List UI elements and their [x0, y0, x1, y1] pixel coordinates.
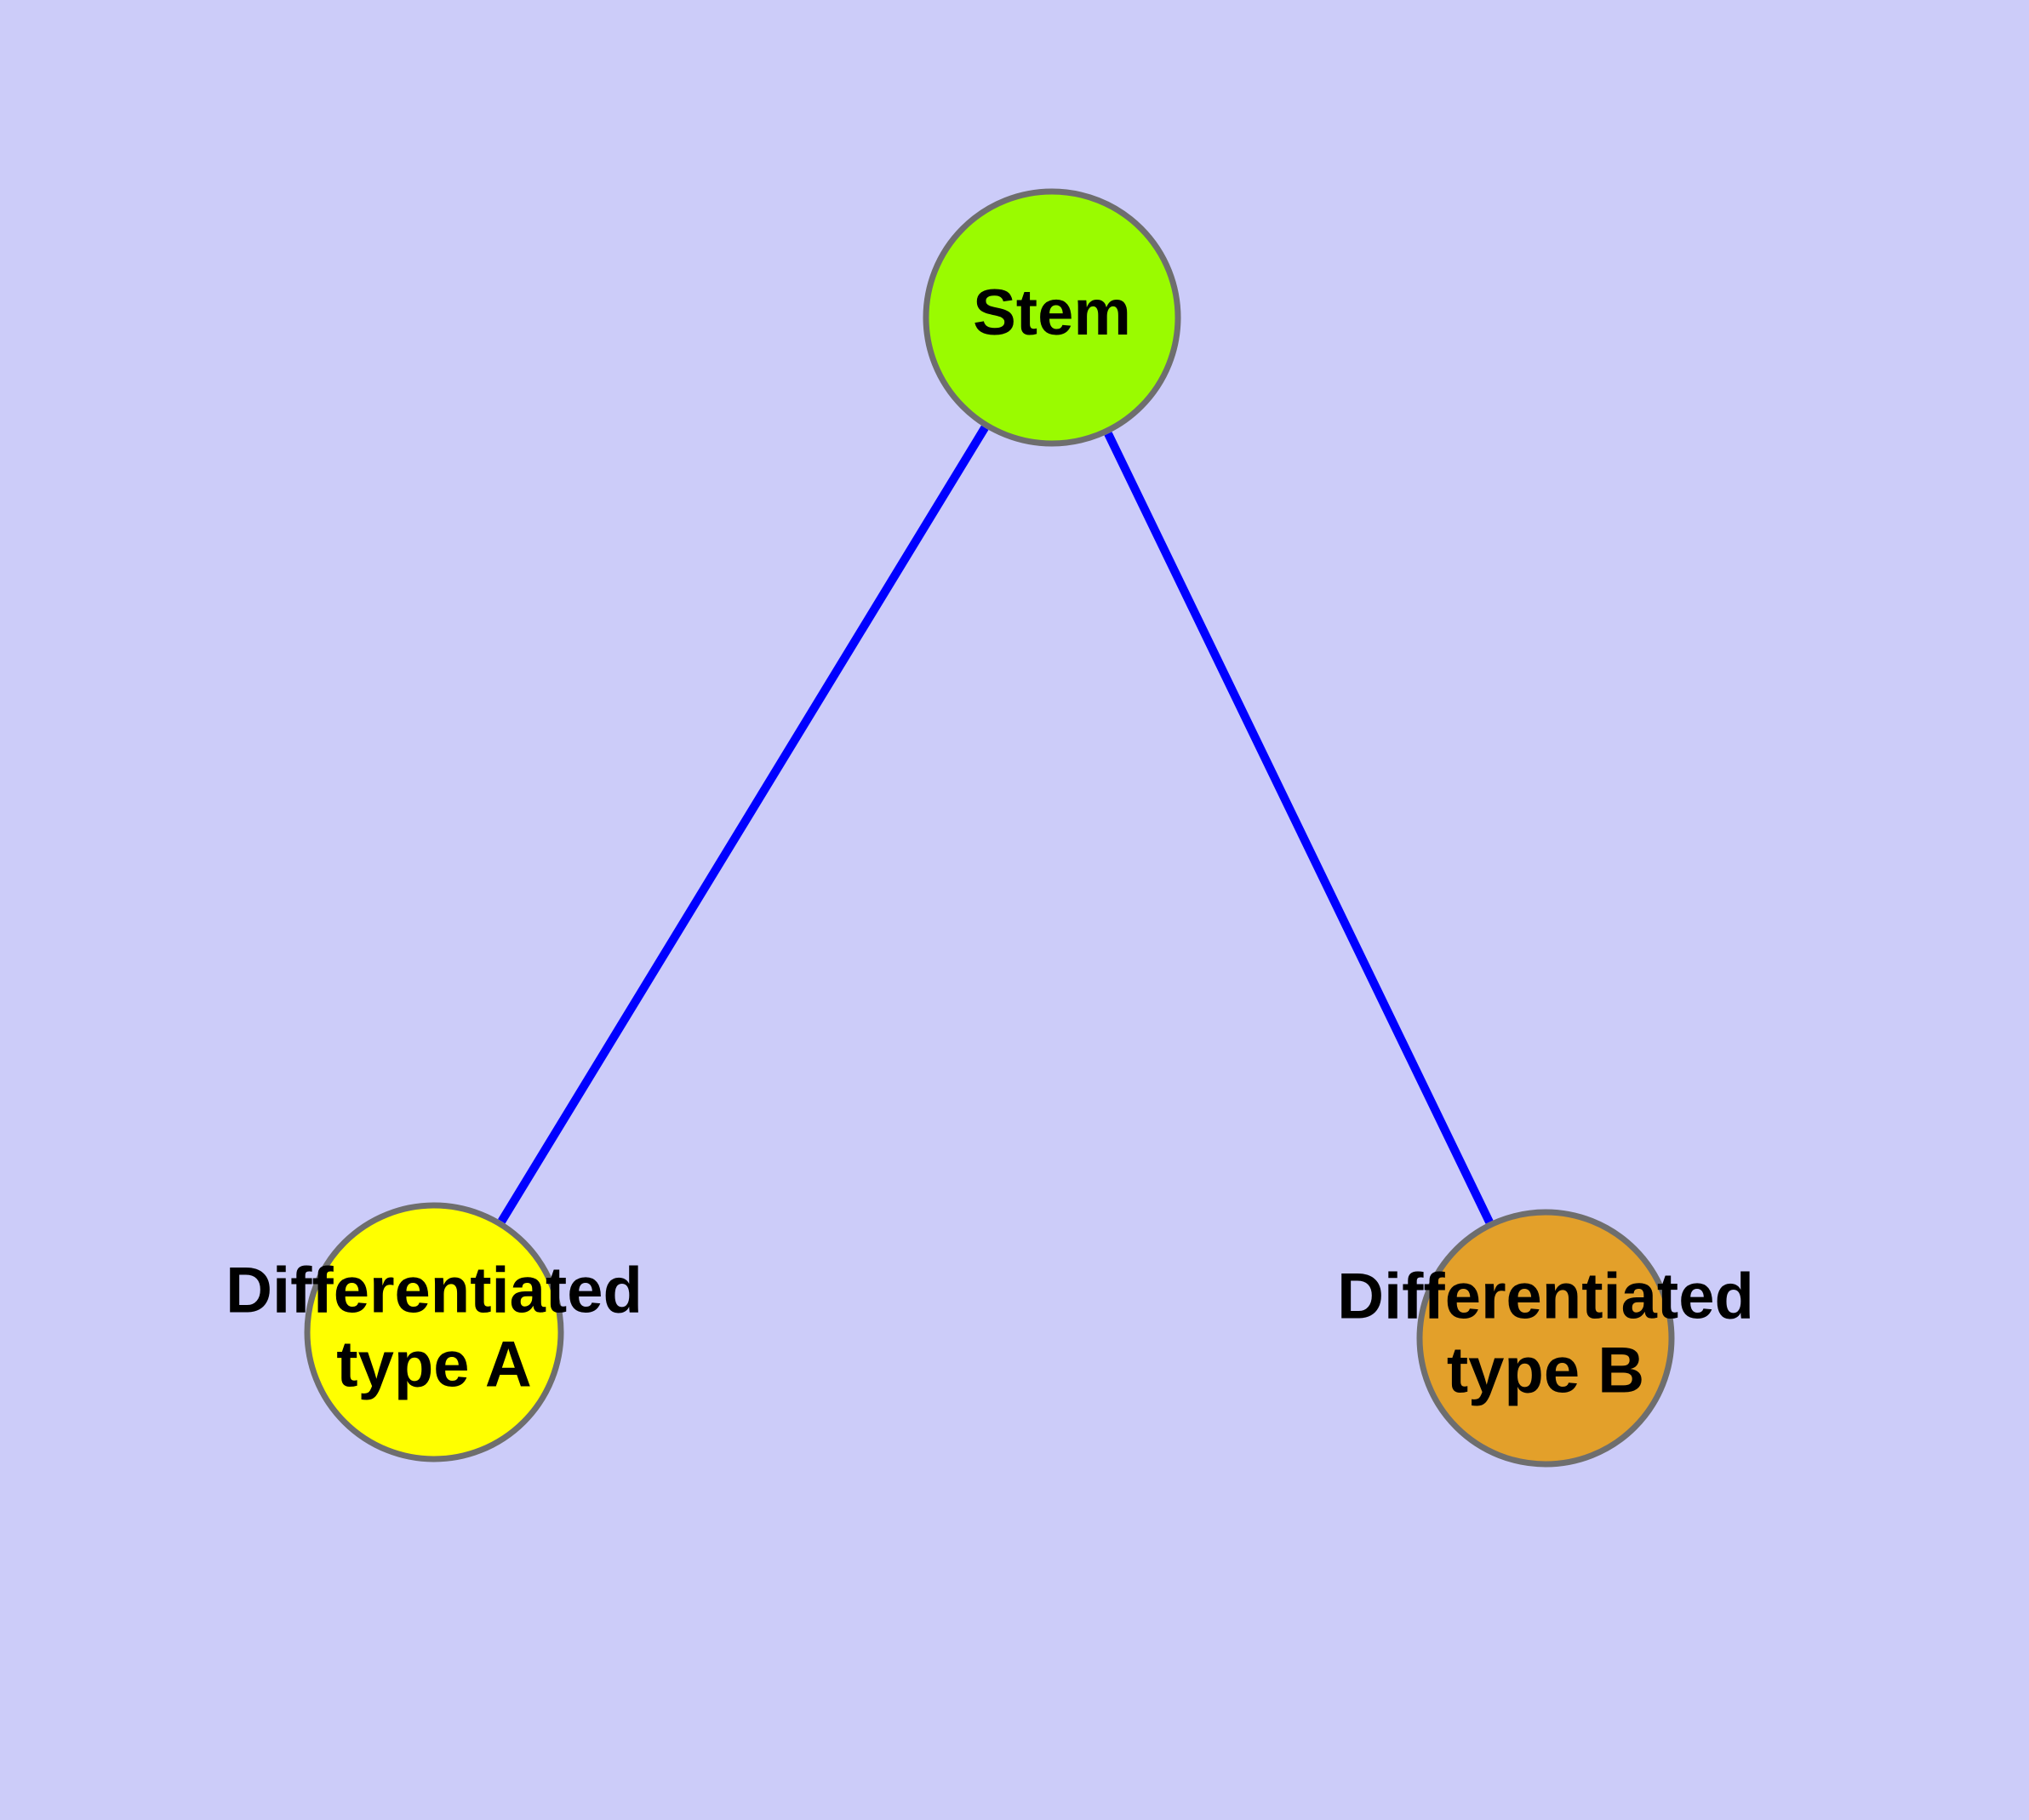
graph-node-stem[interactable] — [923, 188, 1181, 447]
graph-node-label-stem: Stem — [973, 277, 1131, 349]
label-line: Differentiated — [226, 1255, 643, 1327]
edges-layer — [498, 425, 1494, 1224]
nodes-layer — [304, 188, 1675, 1468]
label-line: Differentiated — [1337, 1261, 1754, 1333]
label-line: type A — [336, 1328, 531, 1400]
label-line: type B — [1447, 1334, 1644, 1406]
graph-node-diff_a[interactable] — [304, 1202, 564, 1462]
graph-edge-stem-to-a[interactable] — [498, 425, 989, 1224]
graph-node-diff_b[interactable] — [1416, 1209, 1675, 1468]
graph-edge-stem-to-b[interactable] — [1104, 432, 1494, 1224]
label-line: Stem — [973, 277, 1131, 349]
